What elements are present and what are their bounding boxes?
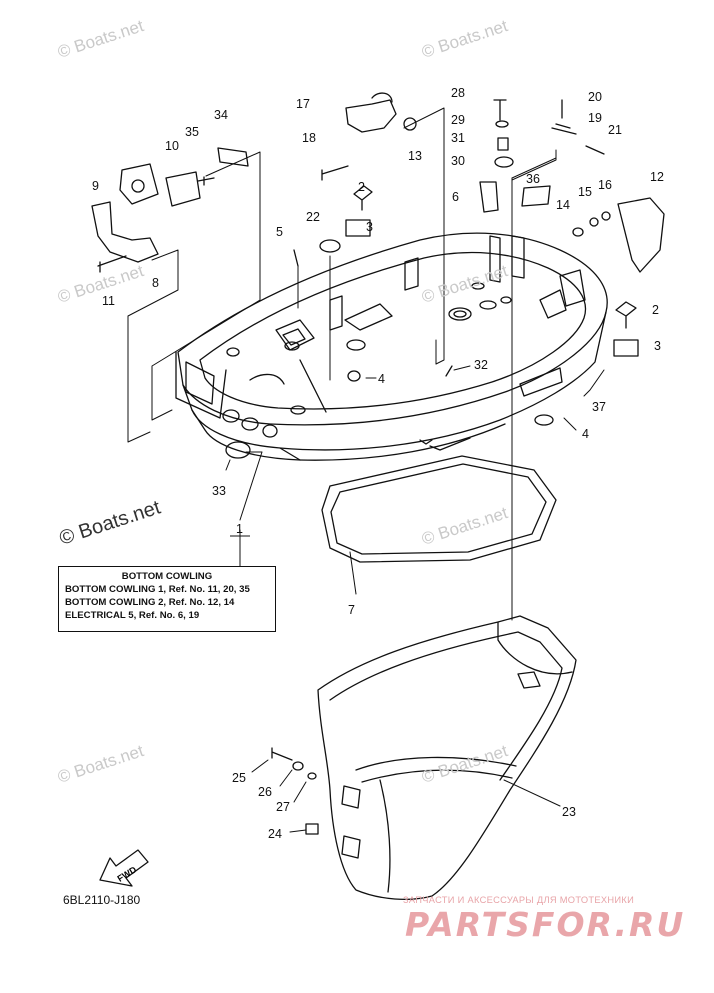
watermark-text-dark: © Boats.net bbox=[57, 496, 164, 549]
callout-7: 7 bbox=[348, 603, 355, 617]
legend-line: BOTTOM COWLING 1, Ref. No. 11, 20, 35 bbox=[65, 584, 250, 595]
callout-12: 12 bbox=[650, 170, 664, 184]
callout-33: 33 bbox=[212, 484, 226, 498]
legend-title: BOTTOM COWLING bbox=[121, 571, 213, 582]
callout-37: 37 bbox=[592, 400, 606, 414]
watermark-text: © Boats.net bbox=[55, 261, 146, 307]
legend-line: ELECTRICAL 5, Ref. No. 6, 19 bbox=[65, 610, 200, 621]
callout-15: 15 bbox=[578, 185, 592, 199]
diagram-code: 6BL2110-J180 bbox=[63, 893, 141, 907]
callout-20: 20 bbox=[588, 90, 602, 104]
fwd-label: FWD bbox=[116, 864, 139, 884]
legend-reference-number: 1 bbox=[236, 522, 243, 536]
callout-27: 27 bbox=[276, 800, 290, 814]
callout-13: 13 bbox=[408, 149, 422, 163]
leader-lines bbox=[127, 107, 605, 833]
callout-8: 8 bbox=[152, 276, 159, 290]
watermark-text: © Boats.net bbox=[55, 16, 146, 62]
callout-16: 16 bbox=[598, 178, 612, 192]
callout-17: 17 bbox=[296, 97, 310, 111]
callout-32: 32 bbox=[474, 358, 488, 372]
callout-26: 26 bbox=[258, 785, 272, 799]
callout-5: 5 bbox=[276, 225, 283, 239]
callout-18: 18 bbox=[302, 131, 316, 145]
callout-29: 29 bbox=[451, 113, 465, 127]
small-parts bbox=[91, 92, 665, 835]
callout-2: 2 bbox=[652, 303, 659, 317]
legend-box: BOTTOM COWLING BOTTOM COWLING 1, Ref. No… bbox=[58, 566, 276, 632]
brand-logo: PARTSFOR.RU bbox=[405, 905, 686, 944]
watermark-text: © Boats.net bbox=[55, 741, 146, 787]
callout-30: 30 bbox=[451, 154, 465, 168]
callout-36: 36 bbox=[526, 172, 540, 186]
brand-subtitle: ЗАПЧАСТИ И АКСЕССУАРЫ ДЛЯ МОТОТЕХНИКИ bbox=[403, 895, 635, 905]
lower-cowling bbox=[317, 615, 577, 900]
callout-3: 3 bbox=[654, 339, 661, 353]
callout-10: 10 bbox=[165, 139, 179, 153]
callout-numbers: 2 2 3 3 4 4 5 6 7 8 9 10 11 12 13 14 15 … bbox=[92, 86, 664, 841]
callout-25: 25 bbox=[232, 771, 246, 785]
callout-4: 4 bbox=[582, 427, 589, 441]
watermark-text: © Boats.net bbox=[419, 261, 510, 307]
watermark-text: © Boats.net bbox=[419, 503, 510, 549]
callout-28: 28 bbox=[451, 86, 465, 100]
callout-21: 21 bbox=[608, 123, 622, 137]
callout-22: 22 bbox=[306, 210, 320, 224]
bottom-cowling-tray bbox=[175, 232, 608, 461]
callout-3: 3 bbox=[366, 220, 373, 234]
callout-4: 4 bbox=[378, 372, 385, 386]
callout-11: 11 bbox=[102, 294, 115, 308]
callout-19: 19 bbox=[588, 111, 602, 125]
watermark-text: © Boats.net bbox=[419, 741, 510, 787]
watermarks: © Boats.net © Boats.net © Boats.net © Bo… bbox=[55, 16, 510, 787]
callout-23: 23 bbox=[562, 805, 576, 819]
callout-31: 31 bbox=[451, 131, 465, 145]
cowling-gasket bbox=[321, 455, 557, 563]
callout-2: 2 bbox=[358, 180, 365, 194]
callout-24: 24 bbox=[268, 827, 282, 841]
callout-6: 6 bbox=[452, 190, 459, 204]
fwd-arrow bbox=[99, 849, 149, 887]
callout-14: 14 bbox=[556, 198, 570, 212]
watermark-text: © Boats.net bbox=[419, 16, 510, 62]
legend-line: BOTTOM COWLING 2, Ref. No. 12, 14 bbox=[65, 597, 235, 608]
callout-34: 34 bbox=[214, 108, 228, 122]
callout-9: 9 bbox=[92, 179, 99, 193]
callout-35: 35 bbox=[185, 125, 199, 139]
